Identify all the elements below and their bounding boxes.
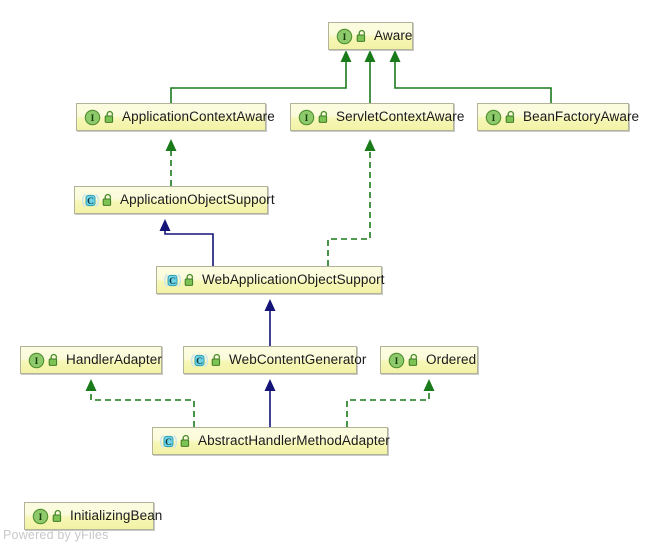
uml-node-webapplicationobjectsupport[interactable]: C WebApplicationObjectSupport xyxy=(156,266,385,294)
interface-icon: I xyxy=(388,352,405,369)
unlocked-padlock-icon xyxy=(318,110,331,124)
class-icon: C xyxy=(164,272,181,289)
uml-node-label: InitializingBean xyxy=(70,508,163,524)
edge-webcontentgenerator-to-webapplicationobjectsupport xyxy=(264,299,276,346)
svg-text:I: I xyxy=(35,357,39,367)
uml-node-label: Aware xyxy=(374,28,413,44)
svg-text:I: I xyxy=(91,114,95,124)
edge-servletcontextaware-to-aware xyxy=(364,50,376,103)
uml-node-label: AbstractHandlerMethodAdapter xyxy=(198,433,390,449)
uml-node-webcontentgenerator[interactable]: C WebContentGenerator xyxy=(183,346,366,374)
svg-text:C: C xyxy=(169,277,176,287)
unlocked-padlock-icon xyxy=(356,29,369,43)
unlocked-padlock-icon xyxy=(102,193,115,207)
uml-node-handleradapter[interactable]: I HandlerAdapter xyxy=(20,346,162,374)
class-icon: C xyxy=(191,352,208,369)
svg-text:I: I xyxy=(395,357,399,367)
uml-node-applicationcontextaware[interactable]: I ApplicationContextAware xyxy=(76,103,275,131)
yfiles-watermark: Powered by yFiles xyxy=(3,528,109,542)
svg-text:I: I xyxy=(343,33,347,43)
uml-node-label: WebApplicationObjectSupport xyxy=(202,272,385,288)
unlocked-padlock-icon xyxy=(184,273,197,287)
uml-node-aware[interactable]: I Aware xyxy=(328,22,413,50)
interface-icon: I xyxy=(28,352,45,369)
interface-icon: I xyxy=(336,28,353,45)
svg-text:C: C xyxy=(165,438,172,448)
interface-icon: I xyxy=(485,109,502,126)
uml-node-label: BeanFactoryAware xyxy=(523,109,640,125)
unlocked-padlock-icon xyxy=(48,353,61,367)
svg-text:I: I xyxy=(305,114,309,124)
edge-applicationcontextaware-to-aware xyxy=(170,50,352,103)
unlocked-padlock-icon xyxy=(180,434,193,448)
svg-text:C: C xyxy=(196,357,203,367)
uml-node-abstracthandlermethodadapter[interactable]: C AbstractHandlerMethodAdapter xyxy=(152,427,390,455)
interface-icon: I xyxy=(32,508,49,525)
svg-text:I: I xyxy=(492,114,496,124)
uml-node-initializingbean[interactable]: I InitializingBean xyxy=(24,502,162,530)
edge-abstracthandlermethodadapter-to-ordered xyxy=(346,379,435,427)
uml-node-label: Ordered xyxy=(426,352,477,368)
edge-applicationobjectsupport-to-applicationcontextaware xyxy=(165,139,177,186)
edge-beanfactoryaware-to-aware xyxy=(389,50,552,103)
interface-icon: I xyxy=(298,109,315,126)
class-icon: C xyxy=(82,192,99,209)
unlocked-padlock-icon xyxy=(505,110,518,124)
edge-webapplicationobjectsupport-to-applicationobjectsupport xyxy=(159,219,214,266)
svg-text:C: C xyxy=(87,197,94,207)
interface-icon: I xyxy=(84,109,101,126)
uml-node-label: WebContentGenerator xyxy=(229,352,367,368)
uml-node-label: HandlerAdapter xyxy=(66,352,162,368)
uml-node-servletcontextaware[interactable]: I ServletContextAware xyxy=(290,103,464,131)
uml-node-label: ApplicationContextAware xyxy=(122,109,275,125)
uml-node-applicationobjectsupport[interactable]: C ApplicationObjectSupport xyxy=(74,186,275,214)
class-icon: C xyxy=(160,433,177,450)
unlocked-padlock-icon xyxy=(52,509,65,523)
uml-node-beanfactoryaware[interactable]: I BeanFactoryAware xyxy=(477,103,639,131)
edge-abstracthandlermethodadapter-to-handleradapter xyxy=(85,379,195,427)
uml-node-ordered[interactable]: I Ordered xyxy=(380,346,478,374)
unlocked-padlock-icon xyxy=(104,110,117,124)
uml-node-label: ServletContextAware xyxy=(336,109,465,125)
edge-abstracthandlermethodadapter-to-webcontentgenerator xyxy=(264,379,276,427)
uml-node-label: ApplicationObjectSupport xyxy=(120,192,275,208)
svg-text:I: I xyxy=(39,513,43,523)
edge-webapplicationobjectsupport-to-servletcontextaware xyxy=(327,139,376,266)
unlocked-padlock-icon xyxy=(408,353,421,367)
unlocked-padlock-icon xyxy=(211,353,224,367)
